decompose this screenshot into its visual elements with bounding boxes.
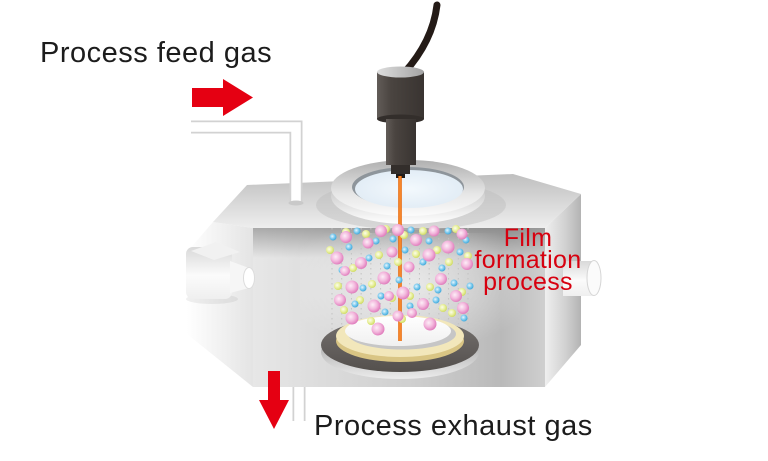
- electrode-assembly: [377, 1, 441, 178]
- electrode-tip: [391, 165, 410, 174]
- gas-particle: [329, 233, 337, 241]
- right-port: [563, 260, 602, 296]
- gas-particle: [457, 302, 469, 314]
- gas-particle: [353, 227, 361, 235]
- gas-particle: [441, 240, 455, 254]
- gas-particle: [460, 314, 468, 322]
- gas-particle: [392, 310, 404, 322]
- feed-gas-label: Process feed gas: [40, 37, 273, 69]
- electrode-upper-cylinder: [377, 72, 424, 119]
- gas-particle: [356, 296, 364, 304]
- gas-particle: [367, 299, 381, 313]
- gas-particle: [377, 271, 391, 285]
- gas-particle: [450, 290, 462, 302]
- substrate-stage: [321, 315, 479, 379]
- gas-particle: [438, 264, 446, 272]
- gas-particle: [419, 258, 427, 266]
- gas-particle: [340, 231, 352, 243]
- gas-particle: [383, 262, 391, 270]
- gas-particle: [371, 322, 385, 336]
- gas-particle: [450, 279, 458, 287]
- gas-particle: [330, 251, 344, 265]
- gas-particle: [386, 246, 398, 258]
- gas-particle: [425, 237, 433, 245]
- gas-particle: [461, 258, 473, 270]
- gas-particle: [334, 294, 346, 306]
- gas-particle: [359, 284, 367, 292]
- exhaust-direction-arrow: [259, 371, 289, 429]
- gas-particle: [448, 309, 456, 317]
- gas-particle: [456, 248, 464, 256]
- feed-direction-arrow: [192, 79, 253, 116]
- gas-particle: [345, 311, 359, 325]
- gas-particle: [407, 308, 417, 318]
- gas-particle: [381, 308, 389, 316]
- viewport-ring: [316, 160, 506, 230]
- gas-particle: [365, 254, 373, 262]
- film-formation-line: process: [483, 268, 573, 296]
- gas-particle: [389, 235, 397, 243]
- gas-particle: [417, 298, 429, 310]
- particle-cloud: [326, 224, 474, 336]
- gas-particle: [340, 306, 348, 314]
- gas-particle: [372, 237, 380, 245]
- gas-particle: [340, 266, 350, 276]
- gas-particle: [384, 291, 394, 301]
- gas-particle: [407, 226, 415, 234]
- gas-particle: [434, 286, 442, 294]
- gas-particle: [413, 283, 421, 291]
- gas-particle: [406, 302, 414, 310]
- gas-particle: [466, 282, 474, 290]
- film-formation-line: Film: [503, 224, 553, 252]
- gas-particle: [377, 292, 385, 300]
- gas-particle: [396, 286, 410, 300]
- electrode-top-cap: [377, 66, 424, 78]
- gas-particle: [368, 280, 376, 288]
- gas-particle: [375, 251, 383, 259]
- gas-particle: [422, 248, 436, 262]
- electrode-lower-cylinder: [386, 119, 416, 165]
- left-port: [186, 242, 255, 304]
- gas-particle: [362, 237, 374, 249]
- gas-particle: [456, 228, 468, 240]
- feed-pipe: [191, 120, 304, 206]
- exhaust-gas-label: Process exhaust gas: [314, 410, 593, 442]
- gas-particle: [351, 300, 359, 308]
- gas-particle: [445, 258, 453, 266]
- gas-particle: [394, 258, 402, 266]
- gas-particle: [433, 246, 441, 254]
- gas-particle: [426, 283, 434, 291]
- feed-pipe-inlet-shadow: [288, 200, 304, 206]
- electrode-cable: [400, 1, 441, 77]
- gas-particle: [403, 261, 415, 273]
- gas-particle: [412, 250, 420, 258]
- gas-particle: [401, 246, 409, 254]
- film-formation-line: formation: [474, 246, 582, 274]
- gas-particle: [362, 230, 370, 238]
- gas-particle: [392, 224, 404, 236]
- viewport-window: [355, 170, 463, 208]
- gas-particle: [345, 243, 353, 251]
- gas-particle: [367, 317, 375, 325]
- gas-particle: [444, 227, 452, 235]
- gas-particle: [432, 296, 440, 304]
- gas-particle: [345, 280, 359, 294]
- film-formation-label: Film formation process: [458, 224, 598, 296]
- gas-particle: [439, 304, 447, 312]
- gas-particle: [410, 234, 422, 246]
- gas-particle: [326, 246, 334, 254]
- gas-particle: [349, 264, 357, 272]
- gas-particle: [435, 273, 447, 285]
- gas-particle: [395, 276, 403, 284]
- gas-particle: [375, 225, 387, 237]
- gas-particle: [464, 252, 472, 260]
- gas-particle: [334, 282, 342, 290]
- gas-particle: [419, 227, 427, 235]
- gas-particle: [355, 257, 367, 269]
- gas-particle: [423, 317, 437, 331]
- gas-particle: [428, 225, 440, 237]
